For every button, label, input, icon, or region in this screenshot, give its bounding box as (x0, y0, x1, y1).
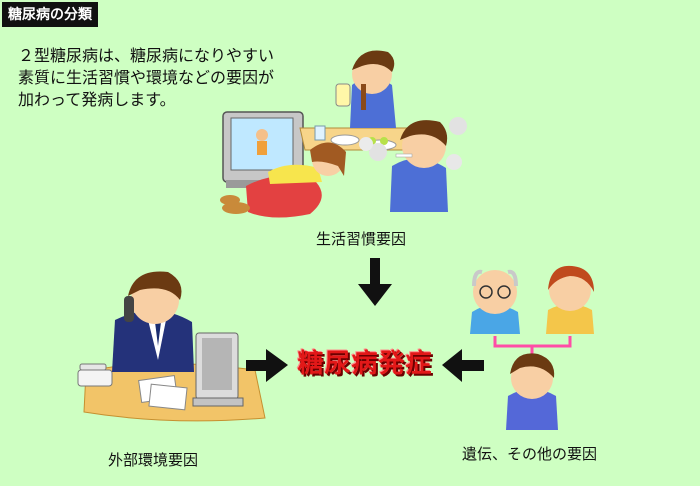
grandson-icon (506, 353, 558, 430)
arrow-down-icon (358, 258, 392, 306)
description-line: ２型糖尿病は、糖尿病になりやすい (18, 46, 275, 65)
heredity-factor-label: 遺伝、その他の要因 (462, 445, 598, 463)
documents-icon (138, 375, 188, 411)
family-connector (493, 336, 572, 356)
heredity-illustration (470, 265, 594, 430)
grandfather-icon (470, 269, 520, 334)
computer-icon (192, 332, 244, 407)
arrow-right-icon (246, 349, 288, 382)
description-line: 素質に生活習慣や環境などの要因が (18, 68, 275, 87)
description-text: ２型糖尿病は、糖尿病になりやすい 素質に生活習慣や環境などの要因が 加わって発病… (18, 45, 348, 111)
smoking-man-icon (359, 117, 467, 212)
environment-factor-label: 外部環境要因 (108, 451, 199, 469)
grandmother-icon (546, 265, 594, 334)
description-line: 加わって発病します。 (18, 90, 176, 109)
businessman-on-phone-icon (112, 271, 194, 372)
eating-man-icon (335, 50, 396, 128)
section-title-tag: 糖尿病の分類 (2, 2, 98, 27)
telephone-icon (77, 363, 113, 387)
lifestyle-factor-label: 生活習慣要因 (316, 230, 407, 248)
lifestyle-illustration (220, 50, 467, 218)
onset-label: 糖尿病発症 (297, 349, 433, 379)
lying-woman-icon (220, 142, 346, 218)
environment-illustration (77, 271, 266, 422)
arrow-left-icon (442, 349, 484, 382)
